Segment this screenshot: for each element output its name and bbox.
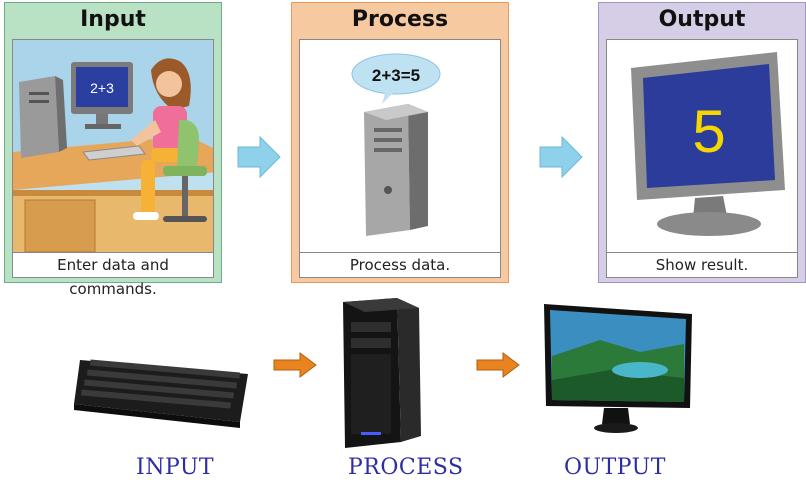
process-panel: Process 2+3=5 Process data. <box>291 2 509 283</box>
process-bubble-text: 2+3=5 <box>372 66 420 85</box>
right-arrow-icon <box>539 135 583 179</box>
output-monitor-icon: 5 <box>631 52 785 236</box>
output-panel-title: Output <box>658 7 746 32</box>
input-monitor-icon: 2+3 <box>71 62 133 129</box>
right-arrow-icon <box>273 352 317 378</box>
process-panel-caption: Process data. <box>299 252 501 278</box>
output-label: OUTPUT <box>564 455 666 480</box>
input-panel-title: Input <box>80 7 146 32</box>
process-panel-title: Process <box>351 7 449 32</box>
monitor-icon <box>544 304 692 433</box>
keyboard-icon <box>74 359 248 428</box>
right-arrow-icon <box>476 352 520 378</box>
input-tower-icon <box>19 76 67 158</box>
girl-figure <box>131 58 207 222</box>
input-panel: Input 2+3 <box>4 2 222 298</box>
right-arrow-icon <box>237 135 281 179</box>
output-illustration: 5 <box>606 39 798 258</box>
process-tower-icon <box>364 104 428 236</box>
tower-computer-icon <box>343 298 421 448</box>
output-screen-text: 5 <box>692 98 725 165</box>
process-illustration: 2+3=5 <box>299 39 501 258</box>
output-panel: Output 5 Show result. <box>598 2 806 283</box>
thought-bubble: 2+3=5 <box>351 53 441 104</box>
output-panel-caption: Show result. <box>606 252 798 278</box>
input-panel-caption: Enter data and commands. <box>12 252 214 298</box>
input-screen-text: 2+3 <box>90 80 114 96</box>
process-label: PROCESS <box>348 455 464 480</box>
input-illustration: 2+3 <box>12 39 214 258</box>
input-label: INPUT <box>136 455 215 480</box>
